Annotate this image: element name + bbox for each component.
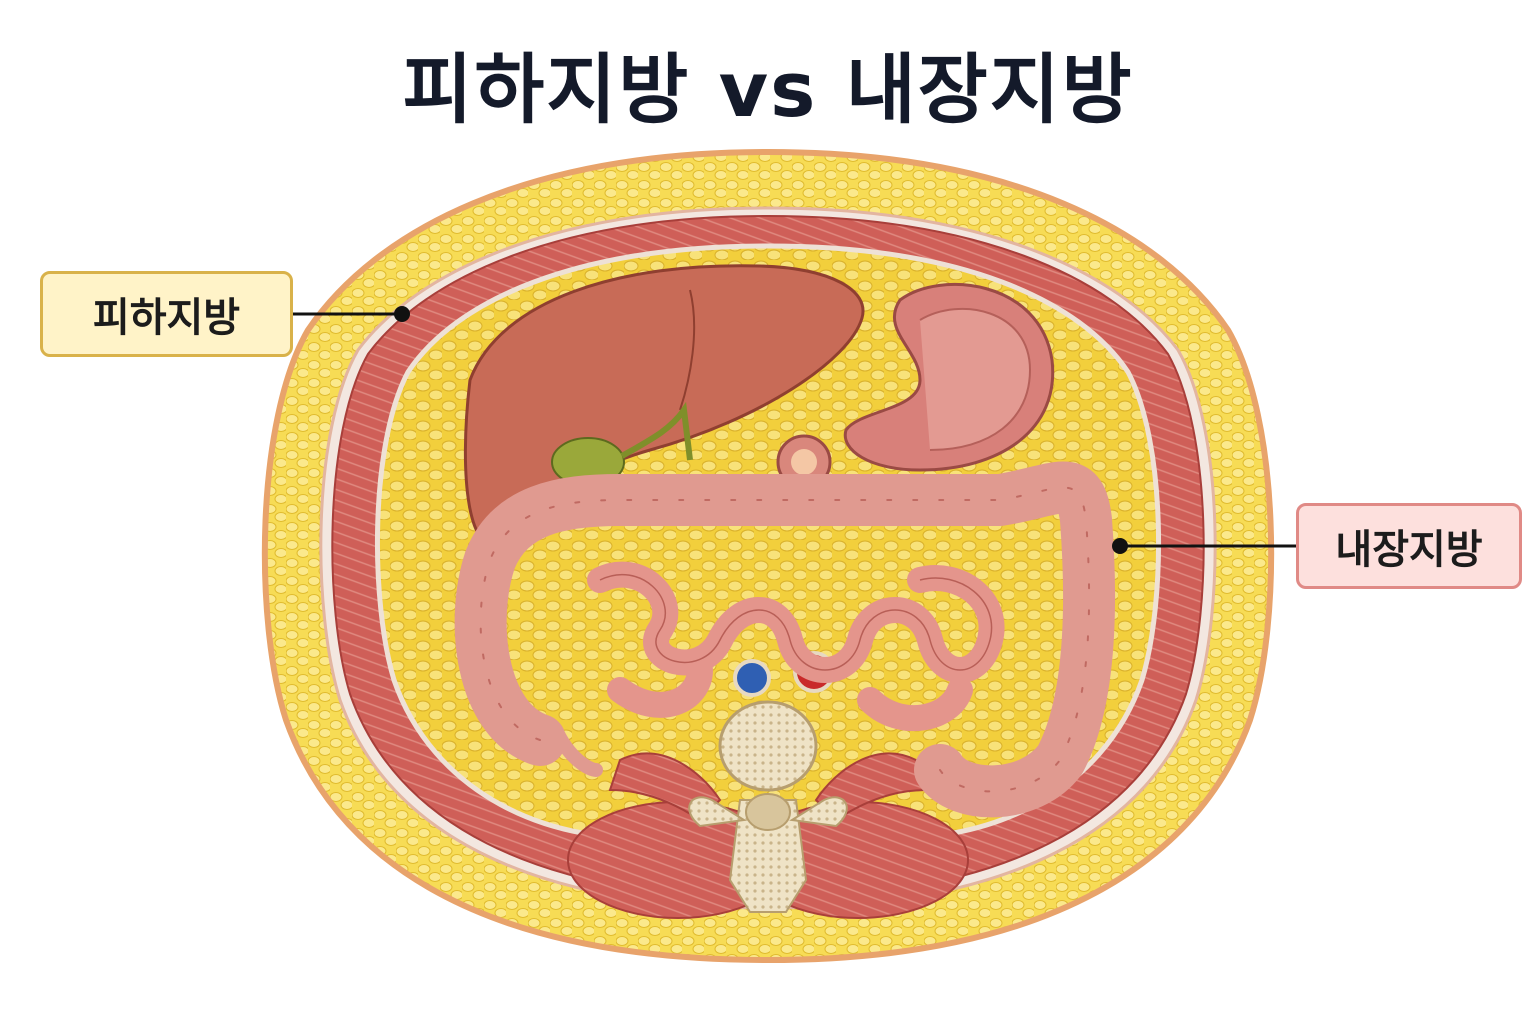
- subcutaneous-fat-label: 피하지방: [40, 271, 293, 357]
- visceral-leader-dot: [1112, 538, 1128, 554]
- visceral-fat-label: 내장지방: [1296, 503, 1522, 589]
- vertebra: [688, 700, 848, 913]
- vena-cava: [733, 659, 771, 697]
- subcutaneous-leader-dot: [394, 306, 410, 322]
- page-title: 피하지방 vs 내장지방: [402, 45, 1134, 134]
